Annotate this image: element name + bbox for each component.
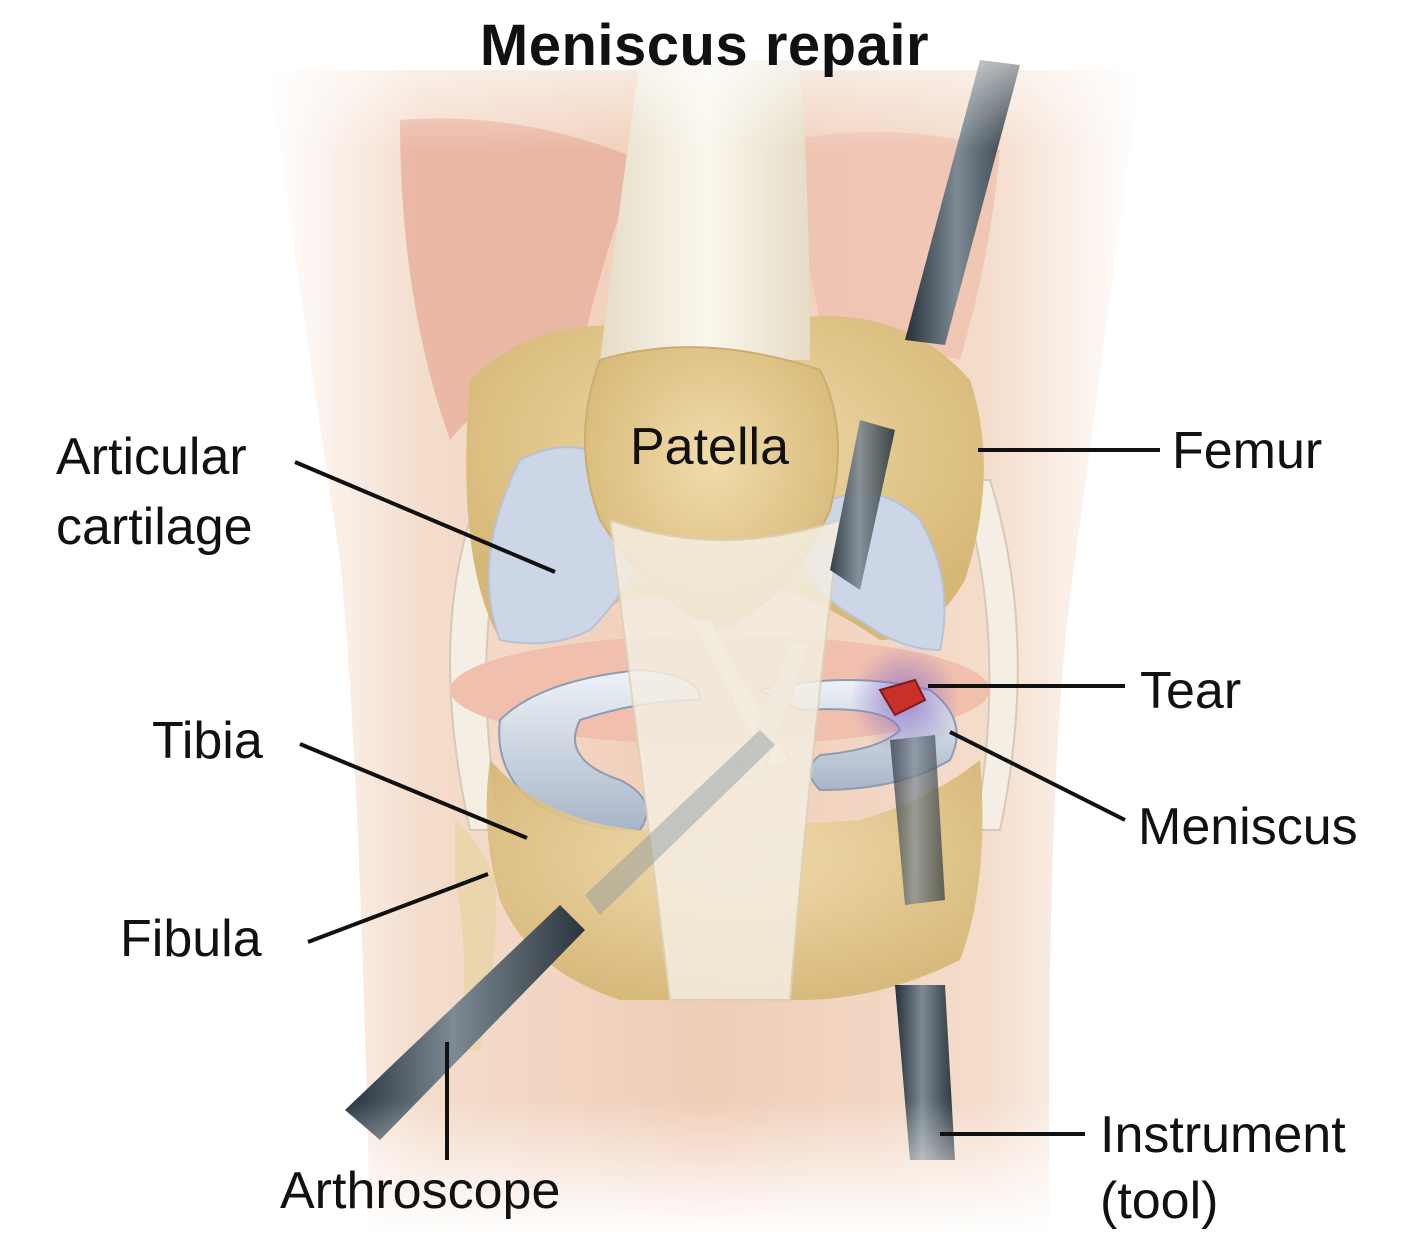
label-fibula: Fibula — [120, 908, 262, 970]
label-meniscus: Meniscus — [1138, 796, 1358, 858]
label-femur: Femur — [1172, 420, 1322, 482]
label-patella: Patella — [630, 416, 789, 478]
label-instrument-line1: Instrument — [1100, 1104, 1346, 1166]
label-articular-line2: cartilage — [56, 496, 253, 558]
label-articular-line1: Articular — [56, 426, 247, 488]
label-instrument-line2: (tool) — [1100, 1170, 1218, 1232]
label-tear: Tear — [1140, 660, 1241, 722]
label-arthroscope: Arthroscope — [280, 1160, 560, 1222]
label-tibia: Tibia — [152, 710, 263, 772]
diagram-title: Meniscus repair — [0, 12, 1409, 79]
